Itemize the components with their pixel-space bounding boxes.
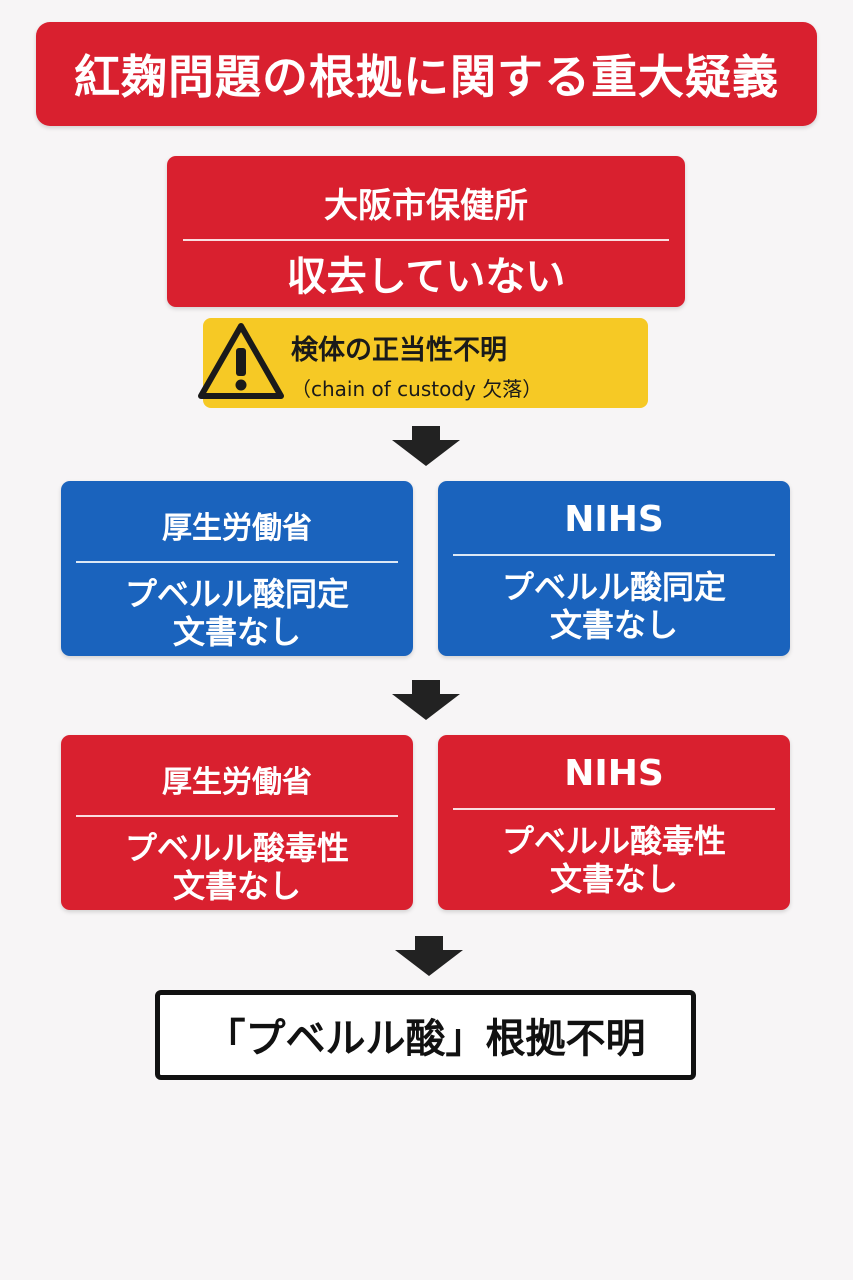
nihs-identification-body: プベルル酸同定 文書なし — [502, 568, 726, 645]
body-line: 文書なし — [172, 867, 301, 906]
title-banner: 紅麹問題の根拠に関する重大疑義 — [36, 22, 817, 126]
body-line: 文書なし — [549, 860, 678, 899]
nihs-identification-box: NIHS プベルル酸同定 文書なし — [438, 481, 790, 656]
nihs-toxicity-body: プベルル酸毒性 文書なし — [502, 822, 726, 899]
osaka-health-center-box: 大阪市保健所 収去していない — [167, 156, 685, 307]
divider — [76, 815, 398, 817]
nihs-toxicity-box: NIHS プベルル酸毒性 文書なし — [438, 735, 790, 910]
mhlw-toxicity-body: プベルル酸毒性 文書なし — [125, 829, 349, 906]
mhlw-identification-box: 厚生労働省 プベルル酸同定 文書なし — [61, 481, 413, 656]
divider — [453, 808, 775, 810]
mhlw-toxicity-box: 厚生労働省 プベルル酸毒性 文書なし — [61, 735, 413, 910]
osaka-head: 大阪市保健所 — [324, 186, 528, 226]
title-text: 紅麹問題の根拠に関する重大疑義 — [74, 50, 779, 104]
warning-line2: （chain of custody 欠落） — [291, 377, 543, 401]
mhlw-head: 厚生労働省 — [162, 765, 312, 800]
body-line: 文書なし — [172, 613, 301, 652]
warning-icon — [198, 323, 284, 399]
conclusion-text: 「プベルル酸」根拠不明 — [205, 1016, 646, 1062]
divider — [453, 554, 775, 556]
divider — [76, 561, 398, 563]
arrow-down-icon — [392, 680, 460, 720]
warning-line1: 検体の正当性不明 — [291, 335, 507, 366]
osaka-body: 収去していない — [286, 254, 566, 300]
divider — [183, 239, 669, 241]
arrow-down-icon — [395, 936, 463, 976]
body-line: プベルル酸同定 — [501, 568, 726, 606]
nihs-head: NIHS — [564, 499, 664, 540]
body-line: プベルル酸同定 — [124, 575, 349, 613]
conclusion-box: 「プベルル酸」根拠不明 — [155, 990, 696, 1080]
warning-box: 検体の正当性不明 （chain of custody 欠落） — [198, 318, 648, 408]
body-line: プベルル酸毒性 — [501, 822, 726, 860]
nihs-head: NIHS — [564, 753, 664, 794]
arrow-down-icon — [392, 426, 460, 466]
body-line: プベルル酸毒性 — [124, 829, 349, 867]
body-line: 文書なし — [549, 606, 678, 645]
mhlw-head: 厚生労働省 — [162, 511, 312, 546]
mhlw-identification-body: プベルル酸同定 文書なし — [125, 575, 349, 652]
